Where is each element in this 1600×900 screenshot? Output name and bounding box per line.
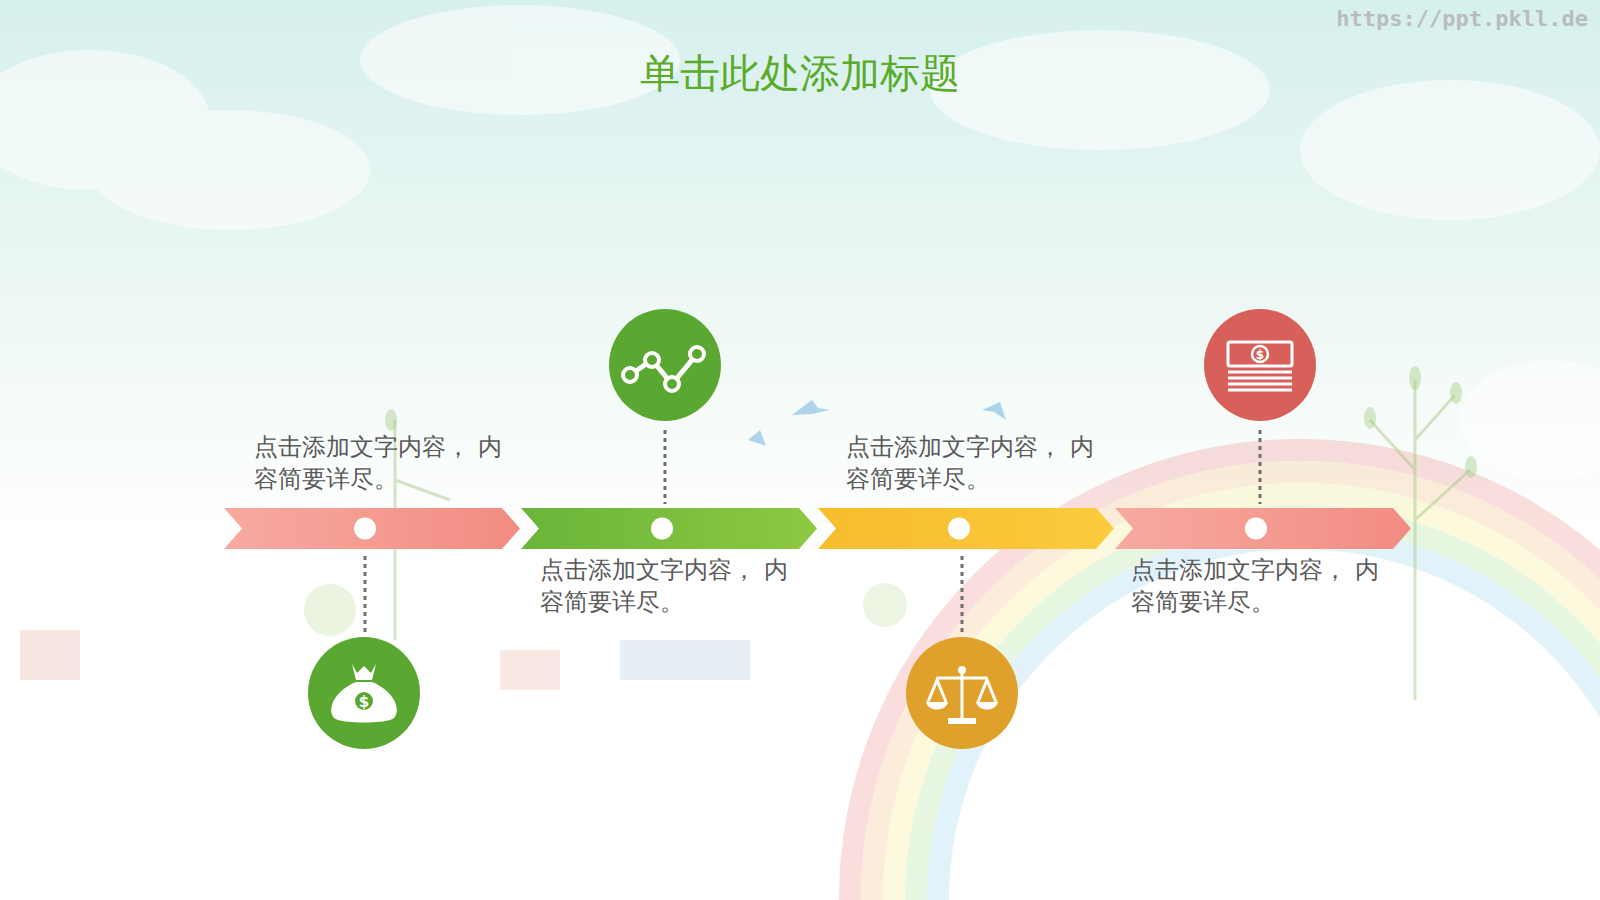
- segment-text: 点击添加文字内容， 内容简要详尽。: [254, 432, 504, 496]
- scale-icon: [906, 637, 1018, 749]
- segment-text: 点击添加文字内容， 内容简要详尽。: [540, 555, 790, 619]
- chevron-shape: [818, 508, 1114, 549]
- chevron-shape: [521, 508, 817, 549]
- segment-text: 点击添加文字内容， 内容简要详尽。: [1131, 555, 1381, 619]
- money-bag-icon: $: [308, 637, 420, 749]
- segment-text: 点击添加文字内容， 内容简要详尽。: [846, 432, 1096, 496]
- slide-title: 单击此处添加标题: [0, 46, 1600, 101]
- timeline-segment: 点击添加文字内容， 内容简要详尽。: [1115, 508, 1411, 549]
- timeline-segment: 点击添加文字内容， 内容简要详尽。: [818, 508, 1114, 549]
- timeline-segment: 点击添加文字内容， 内容简要详尽。: [224, 508, 520, 549]
- timeline-segment: 点击添加文字内容， 内容简要详尽。: [521, 508, 817, 549]
- svg-text:$: $: [359, 693, 369, 711]
- dotted-leader: [364, 556, 367, 632]
- dotted-leader: [1259, 430, 1262, 504]
- cash-stack-icon: $: [1204, 309, 1316, 421]
- dotted-leader: [664, 430, 667, 504]
- chevron-shape: [1115, 508, 1411, 549]
- chevron-shape: [224, 508, 520, 549]
- svg-text:$: $: [1256, 348, 1264, 362]
- line-chart-icon: [609, 309, 721, 421]
- watermark: https://ppt.pkll.de: [1336, 6, 1588, 31]
- dotted-leader: [961, 556, 964, 632]
